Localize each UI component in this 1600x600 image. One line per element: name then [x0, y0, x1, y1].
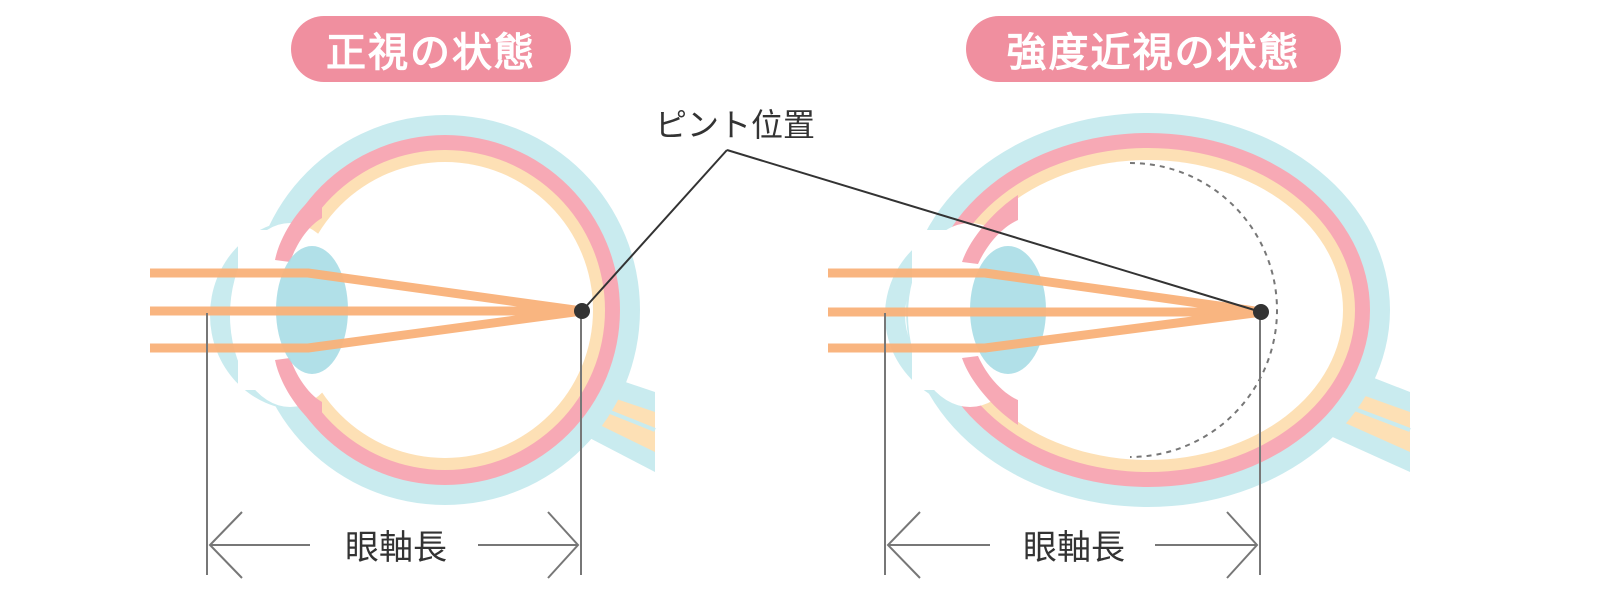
axial-length-label-right: 眼軸長 — [1023, 528, 1125, 568]
light-rays-left — [150, 268, 583, 353]
focus-position-label: ピント位置 — [655, 106, 816, 144]
light-rays-right — [828, 268, 1263, 353]
iris-bottom-right — [962, 356, 1018, 425]
normal-eye — [150, 115, 656, 579]
axial-length-label-left: 眼軸長 — [345, 528, 447, 568]
title-normal-vision: 正視の状態 — [291, 16, 571, 82]
axial-length-measure-left — [206, 313, 582, 579]
iris-top-left — [275, 190, 322, 262]
focus-leader-lines — [581, 149, 1262, 313]
normal-retina-outline — [1129, 162, 1278, 458]
axial-length-measure-right — [884, 313, 1261, 579]
myopic-eye — [828, 113, 1411, 579]
iris-bottom-left — [275, 358, 322, 430]
title-high-myopia: 強度近視の状態 — [966, 16, 1341, 82]
